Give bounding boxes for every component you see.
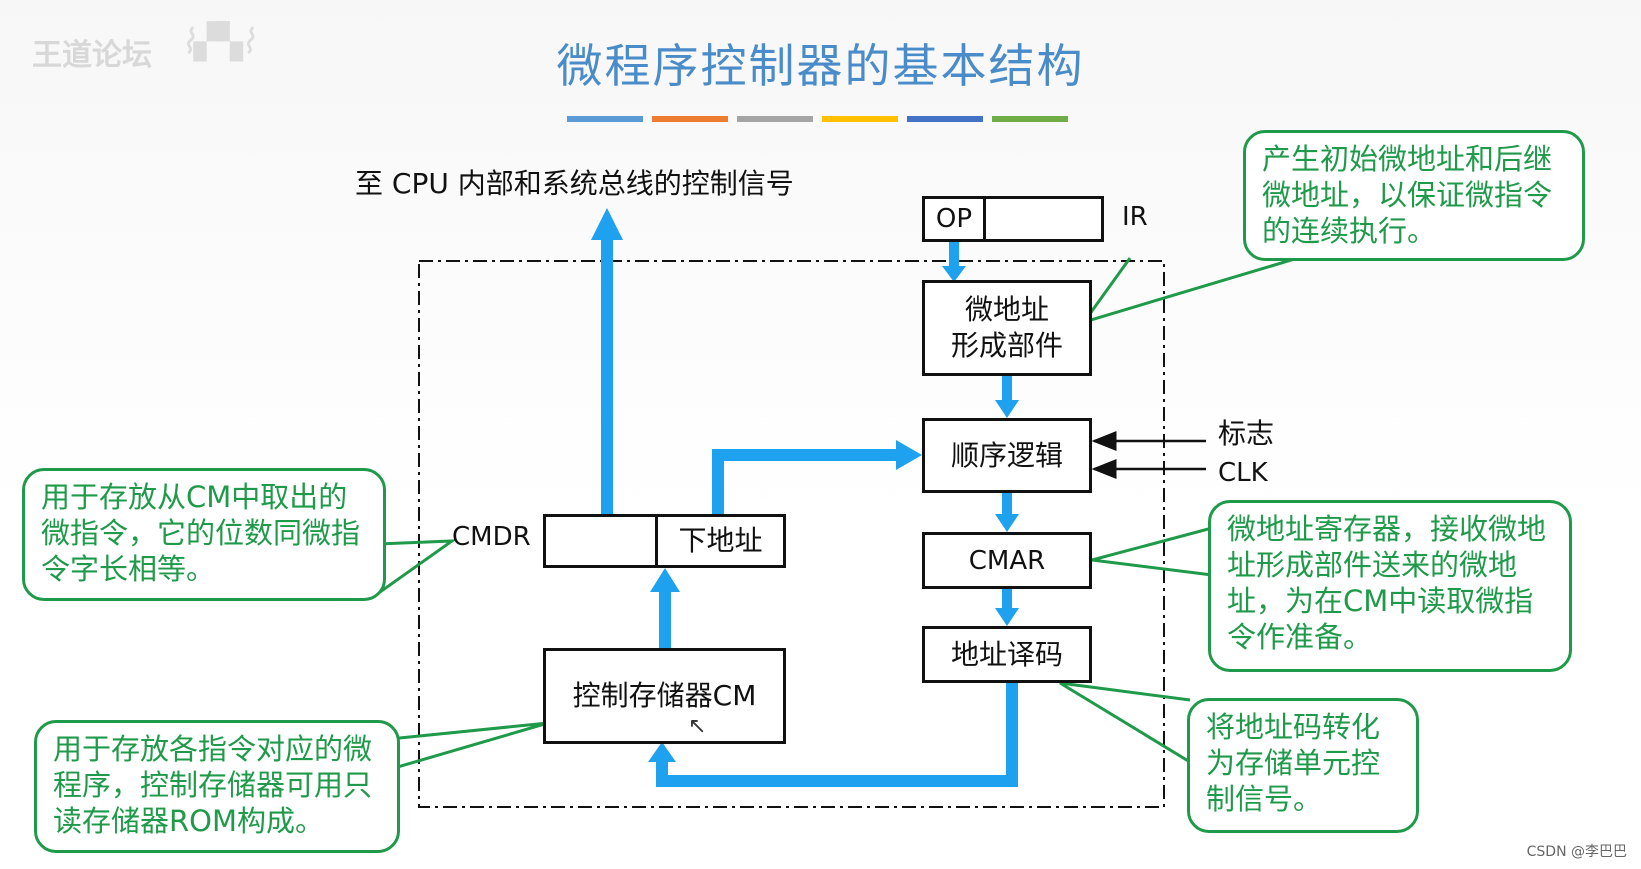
arrow-decoder-to-cm — [656, 683, 1018, 787]
color-bar — [992, 116, 1068, 122]
callout-pointer-cmar — [1091, 526, 1213, 577]
op-field: OP — [925, 199, 986, 239]
color-bar — [822, 116, 898, 122]
callout-pointer-cmdr — [377, 539, 458, 594]
page-title: 微程序控制器的基本结构 — [556, 39, 1085, 93]
mouse-cursor-icon: ↖ — [688, 714, 707, 739]
micro-address-unit-line2: 形成部件 — [950, 329, 1063, 362]
micro-address-unit: 微地址 形成部件 — [922, 280, 1092, 376]
color-bar — [567, 116, 643, 122]
next-address-field: 下地址 — [655, 517, 783, 565]
callout-cmdr: 用于存放从CM中取出的微指令，它的位数同微指令字长相等。 — [22, 468, 386, 601]
control-store-cm: 控制存储器CM — [543, 648, 786, 744]
flag-label: 标志 — [1218, 417, 1275, 450]
color-bar — [737, 116, 813, 122]
watermark-logo: ⌇▞▚⌇ — [180, 22, 256, 62]
cmdr-label: CMDR — [452, 522, 531, 552]
address-decoder: 地址译码 — [922, 626, 1092, 683]
control-signals-label: 至 CPU 内部和系统总线的控制信号 — [355, 167, 794, 200]
cmdr-register: 下地址 — [543, 514, 786, 568]
callout-pointer-decoder — [1059, 681, 1191, 764]
cmar-register: CMAR — [922, 532, 1092, 589]
ir-label: IR — [1122, 202, 1148, 232]
controller-boundary — [418, 260, 1165, 808]
footer-credit: CSDN @李巴巴 — [1526, 844, 1627, 860]
arrow-next-addr-to-seq — [712, 449, 898, 516]
ir-register: OP — [922, 196, 1104, 242]
color-bar — [652, 116, 728, 122]
callout-pointer-micro-addr — [1080, 256, 1299, 325]
micro-address-unit-line1: 微地址 — [964, 293, 1049, 326]
callout-control-store: 用于存放各指令对应的微程序，控制存储器可用只读存储器ROM构成。 — [34, 720, 400, 853]
clk-label: CLK — [1218, 458, 1268, 488]
sequence-logic: 顺序逻辑 — [922, 418, 1092, 493]
callout-cmar: 微地址寄存器，接收微地址形成部件送来的微地址，为在CM中读取微指令作准备。 — [1208, 500, 1572, 672]
color-bar — [907, 116, 983, 122]
callout-micro-address-unit: 产生初始微地址和后继微地址，以保证微指令的连续执行。 — [1243, 130, 1585, 261]
title-color-bars — [567, 116, 1068, 122]
watermark-text: 王道论坛 — [32, 38, 152, 73]
callout-decoder: 将地址码转化为存储单元控制信号。 — [1187, 698, 1419, 833]
